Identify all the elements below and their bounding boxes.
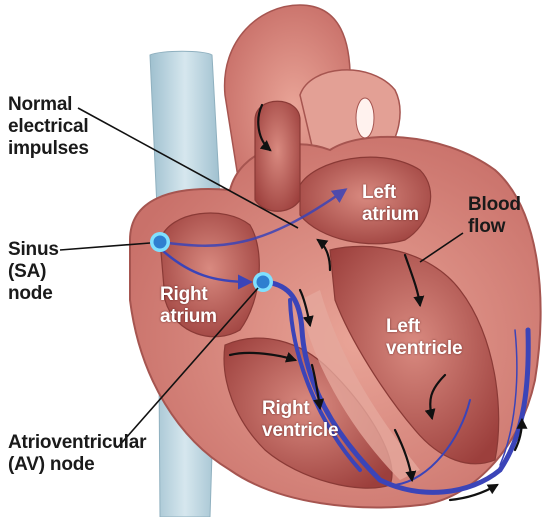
label-av-node: Atrioventricular (AV) node <box>8 432 146 476</box>
label-right-ventricle: Right ventricle <box>262 398 338 442</box>
label-sinus-node: Sinus (SA) node <box>8 239 59 305</box>
label-blood-flow: Blood flow <box>468 194 521 238</box>
aortic-opening <box>356 98 374 138</box>
sa-node <box>150 232 170 252</box>
outflow-chamber <box>255 101 300 211</box>
label-right-atrium: Right atrium <box>160 284 217 328</box>
label-left-ventricle: Left ventricle <box>386 316 462 360</box>
label-left-atrium: Left atrium <box>362 182 419 226</box>
label-normal-electrical-impulses: Normal electrical impulses <box>8 94 89 160</box>
av-node <box>253 272 273 292</box>
